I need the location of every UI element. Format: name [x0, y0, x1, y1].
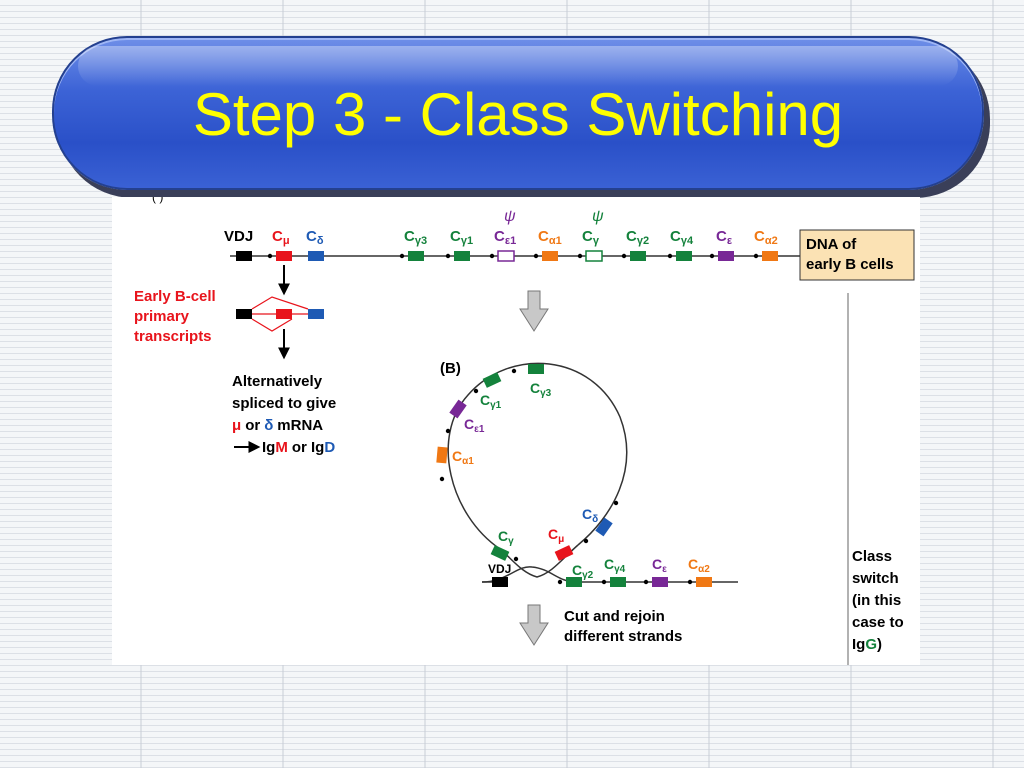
- b-alpha2-segment: [696, 577, 712, 587]
- c-gamma1-label: Cγ1: [450, 228, 473, 247]
- b-epsilon-segment: [652, 577, 668, 587]
- vdj-segment: [236, 251, 252, 261]
- c-gamma1-segment: [454, 251, 470, 261]
- class-switch-line5: IgG): [852, 636, 882, 653]
- title-banner: Step 3 - Class Switching: [52, 36, 984, 190]
- diagram-svg: ( ) VDJ Cμ Cδ Cγ3 Cγ1 Cε1 Cα1 Cγ Cγ2 Cγ4…: [134, 190, 915, 665]
- psi-epsilon1: ψ: [504, 208, 516, 225]
- b-gamma2-label: Cγ2: [572, 562, 594, 581]
- switch-dots: [267, 253, 759, 259]
- loop-epsilon1: [449, 399, 467, 419]
- b-dots: [557, 579, 693, 585]
- alt-line2: spliced to give: [232, 395, 336, 412]
- vdj-label: VDJ: [224, 228, 253, 245]
- transcript-mu: [276, 309, 292, 319]
- panel-b-label: (B): [440, 360, 461, 377]
- slide-title: Step 3 - Class Switching: [192, 81, 844, 148]
- gray-down-arrow-2: [519, 604, 549, 646]
- b-alpha2-label: Cα2: [688, 556, 710, 575]
- class-switch-line3: (in this: [852, 592, 901, 609]
- c-alpha2-segment: [762, 251, 778, 261]
- psi-gamma: ψ: [592, 208, 604, 225]
- transcript-vdj: [236, 309, 252, 319]
- cut-line1: Cut and rejoin: [564, 608, 665, 625]
- loop-gamma1-label: Cγ1: [480, 392, 502, 411]
- class-switch-line1: Class: [852, 548, 892, 565]
- dna-box-line2: early B cells: [806, 256, 894, 273]
- c-gamma2-segment: [630, 251, 646, 261]
- loop-alpha1-label: Cα1: [452, 448, 474, 467]
- loop-mu-label: Cμ: [548, 526, 564, 545]
- cut-line2: different strands: [564, 628, 682, 645]
- c-gamma4-segment: [676, 251, 692, 261]
- c-gamma2-label: Cγ2: [626, 228, 649, 247]
- b-gamma2-segment: [566, 577, 582, 587]
- transcript-label-3: transcripts: [134, 328, 212, 345]
- c-alpha1-label: Cα1: [538, 228, 562, 247]
- gray-down-arrow-1: [519, 290, 549, 332]
- cropped-label: ( ): [152, 197, 163, 204]
- c-mu-segment: [276, 251, 292, 261]
- transcript-label-1: Early B-cell: [134, 288, 216, 305]
- loop-gamma3-label: Cγ3: [530, 380, 552, 399]
- b-vdj-label: VDJ: [488, 562, 511, 576]
- c-delta-segment: [308, 251, 324, 261]
- loop-gamma: [490, 545, 510, 561]
- loop-delta: [595, 517, 613, 537]
- b-gamma4-segment: [610, 577, 626, 587]
- c-alpha1-segment: [542, 251, 558, 261]
- c-gamma-label: Cγ: [582, 228, 600, 247]
- loop-epsilon1-label: Cε1: [464, 416, 485, 435]
- c-epsilon1-pseudogene: [497, 250, 515, 262]
- class-switch-line2: switch: [852, 570, 899, 587]
- alt-line1: Alternatively: [232, 373, 323, 390]
- c-epsilon1-label: Cε1: [494, 228, 516, 247]
- b-vdj-segment: [492, 577, 508, 587]
- loop-gamma3: [528, 364, 544, 374]
- b-gamma4-label: Cγ4: [604, 556, 626, 575]
- transcript-label-2: primary: [134, 308, 190, 325]
- loop-dots: [439, 368, 619, 562]
- loop-gamma1: [482, 372, 502, 388]
- loop-gamma-label: Cγ: [498, 528, 514, 547]
- dna-loop: [447, 362, 628, 550]
- b-epsilon-label: Cε: [652, 556, 667, 575]
- class-switching-figure: ( ) VDJ Cμ Cδ Cγ3 Cγ1 Cε1 Cα1 Cγ Cγ2 Cγ4…: [112, 190, 920, 665]
- splice-upper: [251, 296, 309, 310]
- c-gamma3-label: Cγ3: [404, 228, 427, 247]
- loop-alpha1: [436, 446, 448, 464]
- dna-box-line1: DNA of: [806, 236, 857, 253]
- c-alpha2-label: Cα2: [754, 228, 778, 247]
- c-mu-label: Cμ: [272, 228, 290, 247]
- transcript-delta: [308, 309, 324, 319]
- c-gamma3-segment: [408, 251, 424, 261]
- c-epsilon-label: Cε: [716, 228, 733, 247]
- loop-delta-label: Cδ: [582, 506, 598, 525]
- c-epsilon-segment: [718, 251, 734, 261]
- c-gamma4-label: Cγ4: [670, 228, 694, 247]
- class-switch-line4: case to: [852, 614, 904, 631]
- splice-lower: [251, 318, 293, 332]
- c-delta-label: Cδ: [306, 228, 324, 247]
- c-gamma-pseudogene: [585, 250, 603, 262]
- dna-box: [799, 229, 915, 281]
- loop-mu: [554, 545, 574, 561]
